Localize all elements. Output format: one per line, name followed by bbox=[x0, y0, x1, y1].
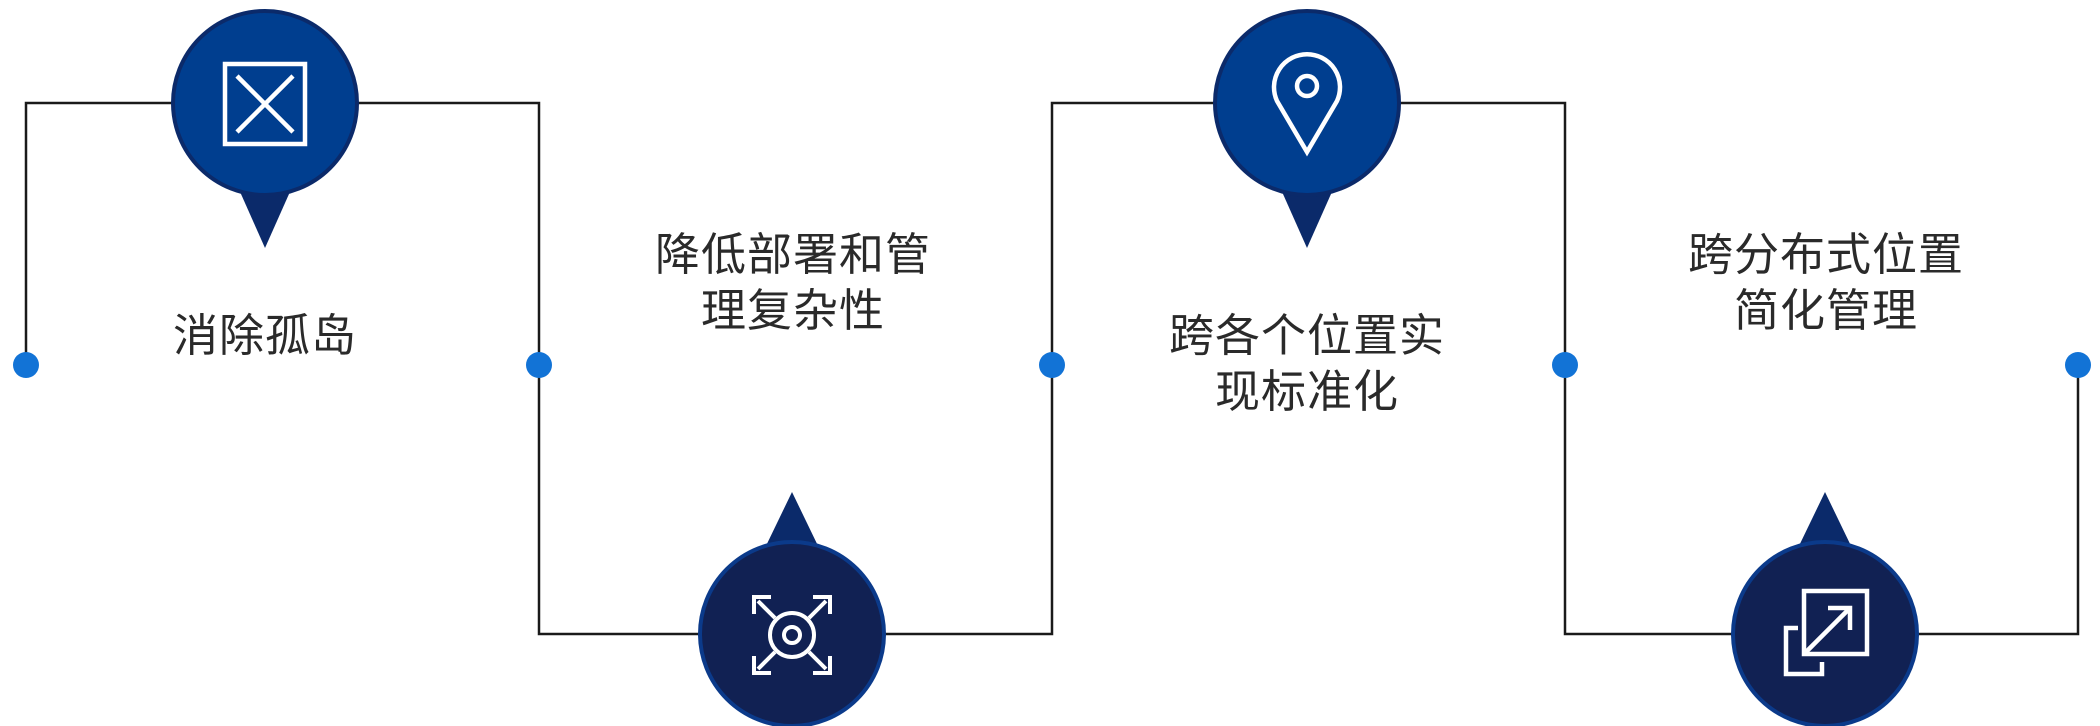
step-4-label-line-2: 简化管理 bbox=[1733, 284, 1918, 337]
step-2-marker bbox=[698, 492, 886, 726]
step-1-label-line-1: 消除孤岛 bbox=[172, 309, 357, 362]
connector-dot-2 bbox=[526, 352, 552, 378]
step-4-label: 跨分布式位置 简化管理 bbox=[1656, 227, 1996, 339]
connector-dot-3 bbox=[1039, 352, 1065, 378]
step-3-marker bbox=[1213, 9, 1401, 248]
step-2-label: 降低部署和管 理复杂性 bbox=[623, 227, 963, 339]
step-4-marker bbox=[1731, 492, 1919, 726]
step-3-label-line-1: 跨各个位置实 bbox=[1168, 309, 1445, 362]
step-2-label-line-2: 理复杂性 bbox=[700, 284, 885, 337]
connector-dot-4 bbox=[1552, 352, 1578, 378]
connector-dot-5 bbox=[2065, 352, 2091, 378]
external-link-icon bbox=[1783, 588, 1870, 677]
step-3-label: 跨各个位置实 现标准化 bbox=[1137, 308, 1477, 420]
location-pin-icon bbox=[1271, 52, 1343, 157]
step-3-label-line-2: 现标准化 bbox=[1214, 365, 1399, 418]
connector-dot-1 bbox=[13, 352, 39, 378]
expand-target-icon bbox=[752, 595, 832, 675]
step-1-label: 消除孤岛 bbox=[95, 308, 435, 364]
step-1-marker bbox=[171, 9, 359, 248]
step-2-label-line-1: 降低部署和管 bbox=[654, 228, 931, 281]
x-box-icon bbox=[222, 61, 308, 147]
step-4-label-line-1: 跨分布式位置 bbox=[1687, 228, 1964, 281]
